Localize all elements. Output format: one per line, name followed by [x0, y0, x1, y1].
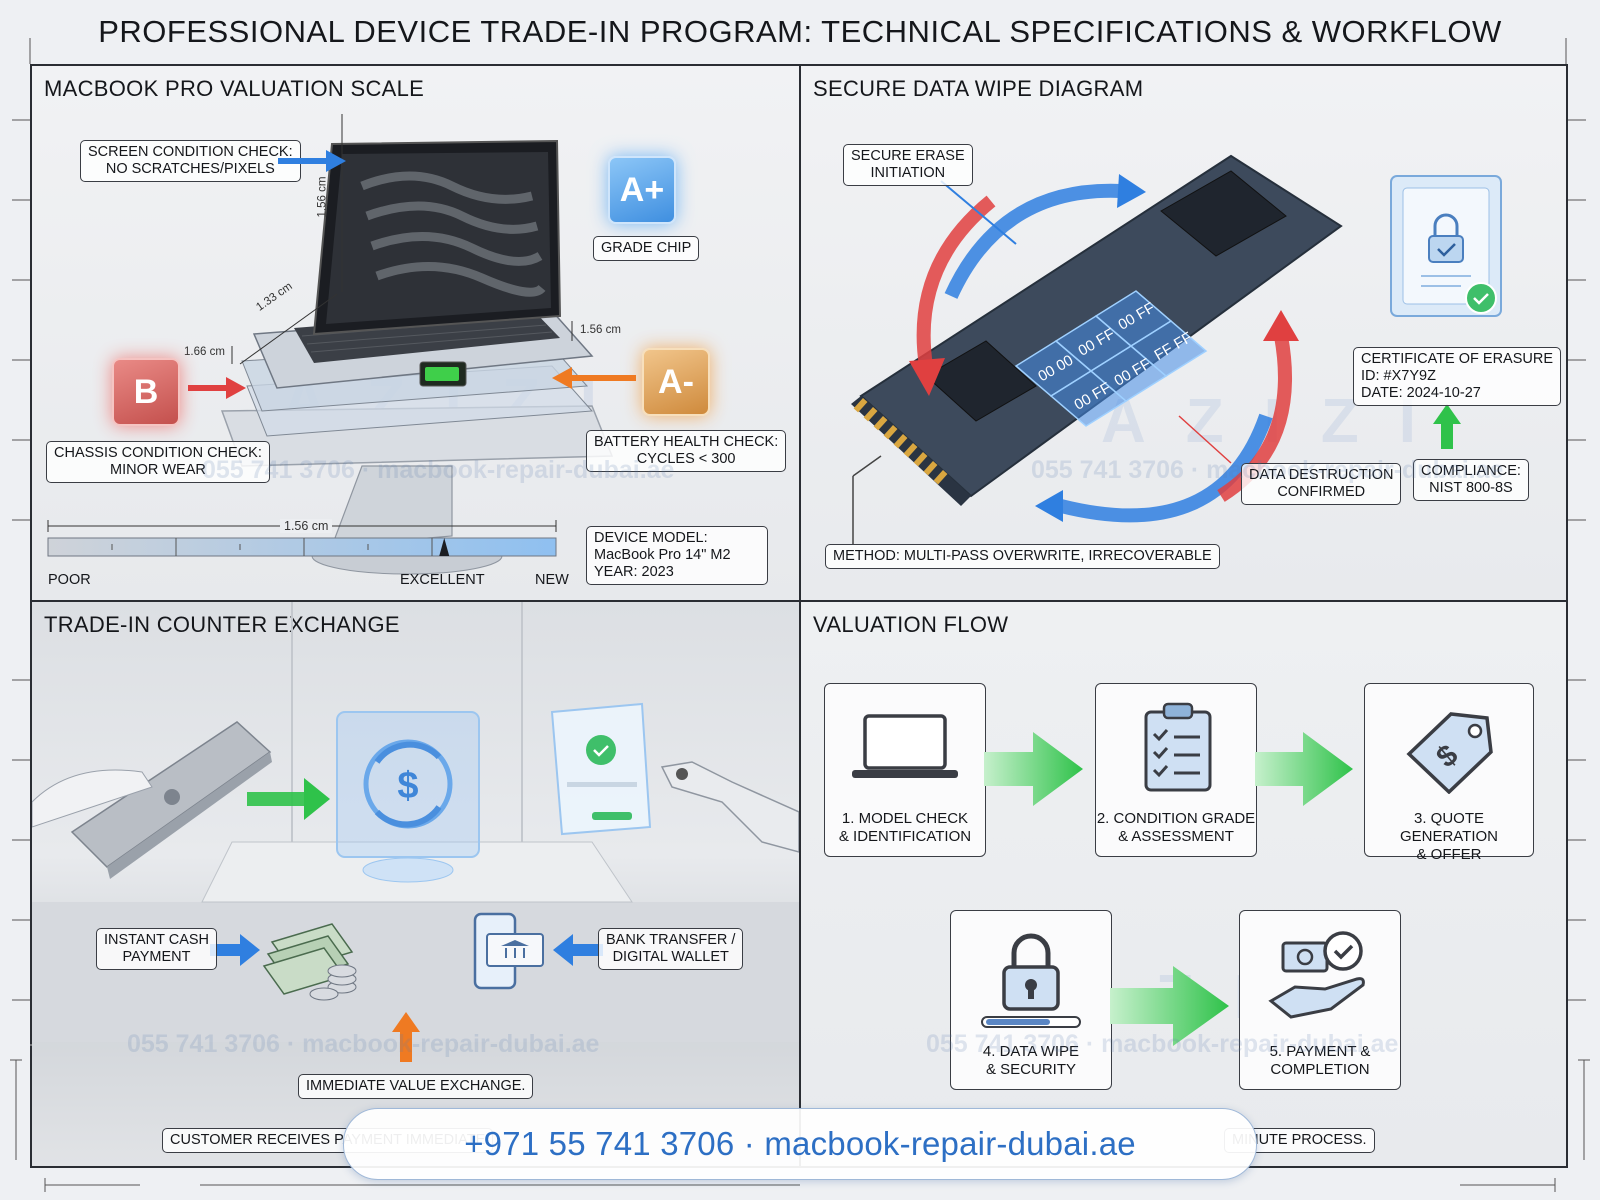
chassis-arrow [188, 377, 246, 399]
bank-transfer-label: BANK TRANSFER / DIGITAL WALLET [598, 928, 744, 970]
counter-title: TRADE-IN COUNTER EXCHANGE [44, 612, 400, 637]
secure-erase-label: SECURE ERASE INITIATION [843, 144, 973, 186]
device-model-label: DEVICE MODEL: MacBook Pro 14" M2 YEAR: 2… [586, 526, 768, 585]
data-wipe-panel: SECURE DATA WIPE DIAGRAM AZIZI [801, 66, 1566, 600]
scale-label-excellent: EXCELLENT [400, 572, 485, 588]
svg-text:$: $ [397, 765, 418, 807]
flow-step-model-check: 1. MODEL CHECK & IDENTIFICATION [824, 683, 986, 857]
watermark-phone-right: 055 741 3706 · macbook-repair-dubai.ae [1031, 456, 1504, 484]
scale-label-poor: POOR [48, 572, 91, 588]
ssd-illustration [851, 154, 1502, 544]
valuation-scale-panel: MACBOOK PRO VALUATION SCALE AZIZI 1.56 c… [32, 66, 799, 600]
grade-chip-label: GRADE CHIP [593, 236, 700, 261]
contact-footer[interactable]: +971 55 741 3706 · macbook-repair-dubai.… [343, 1108, 1257, 1180]
screen-condition-label: SCREEN CONDITION CHECK: NO SCRATCHES/PIX… [80, 140, 301, 182]
frame-right [1566, 64, 1568, 1168]
certificate-label: CERTIFICATE OF ERASURE ID: #X7Y9Z DATE: … [1353, 347, 1562, 406]
frame-divider-horizontal [30, 600, 1568, 602]
page-title: PROFESSIONAL DEVICE TRADE-IN PROGRAM: TE… [98, 14, 1502, 49]
valuation-flow-title: VALUATION FLOW [813, 612, 1009, 637]
payment-hand-icon [1268, 931, 1365, 1019]
instant-cash-label: INSTANT CASH PAYMENT [96, 928, 218, 970]
price-tag-icon: $ [1406, 712, 1493, 794]
grade-chip-a-plus: A+ [608, 156, 676, 224]
laptop-icon [852, 714, 958, 778]
frame-left [30, 64, 32, 1168]
laptop-illustration [220, 114, 614, 575]
immediate-value-label: IMMEDIATE VALUE EXCHANGE. [298, 1074, 534, 1099]
valuation-scale-title: MACBOOK PRO VALUATION SCALE [44, 76, 425, 101]
compliance-label: COMPLIANCE: NIST 800-8S [1413, 459, 1529, 501]
valuation-flow-panel: VALUATION FLOW AZIZI 1. MODEL CHECK & ID… [801, 602, 1566, 1166]
data-wipe-title: SECURE DATA WIPE DIAGRAM [813, 76, 1144, 101]
lock-icon [981, 933, 1081, 1028]
flow-step-condition-grade: 2. CONDITION GRADE & ASSESSMENT [1095, 683, 1257, 857]
watermark-phone-left: 055 741 3706 · macbook-repair-dubai.ae [202, 456, 675, 484]
clipboard-icon [1144, 702, 1212, 792]
watermark-phone-flow: 055 741 3706 · macbook-repair-dubai.ae [926, 1030, 1399, 1058]
battery-health-label: BATTERY HEALTH CHECK: CYCLES < 300 [586, 430, 787, 472]
chassis-condition-label: CHASSIS CONDITION CHECK: MINOR WEAR [46, 441, 270, 483]
dimension-right-thickness: 1.56 cm [580, 324, 621, 336]
screen-arrow [278, 150, 346, 172]
watermark-phone-counter: 055 741 3706 · macbook-repair-dubai.ae [127, 1030, 600, 1058]
scale-label-new: NEW [535, 572, 569, 588]
dimension-screen-height: 1.56 cm [316, 176, 329, 218]
wipe-method-label: METHOD: MULTI-PASS OVERWRITE, IRRECOVERA… [825, 544, 1220, 569]
dimension-scale-width: 1.56 cm [280, 519, 333, 533]
scale-marker [439, 538, 450, 556]
frame-divider-vertical [799, 64, 801, 1166]
grade-chip-a-minus: A- [642, 348, 710, 416]
data-destruction-label: DATA DESTRUCTION CONFIRMED [1241, 463, 1402, 505]
flow-step-payment: 5. PAYMENT & COMPLETION [1239, 910, 1401, 1090]
dimension-left-thickness: 1.66 cm [184, 346, 225, 358]
battery-arrow [552, 367, 636, 389]
flow-step-quote: $ 3. QUOTE GENERATION & OFFER [1364, 683, 1534, 863]
grade-chip-b: B [112, 358, 180, 426]
valuation-scale-bar [47, 520, 557, 557]
flow-step-data-wipe: 4. DATA WIPE & SECURITY [950, 910, 1112, 1090]
counter-panel: TRADE-IN COUNTER EXCHANGE AZIZI $ [32, 602, 799, 1166]
